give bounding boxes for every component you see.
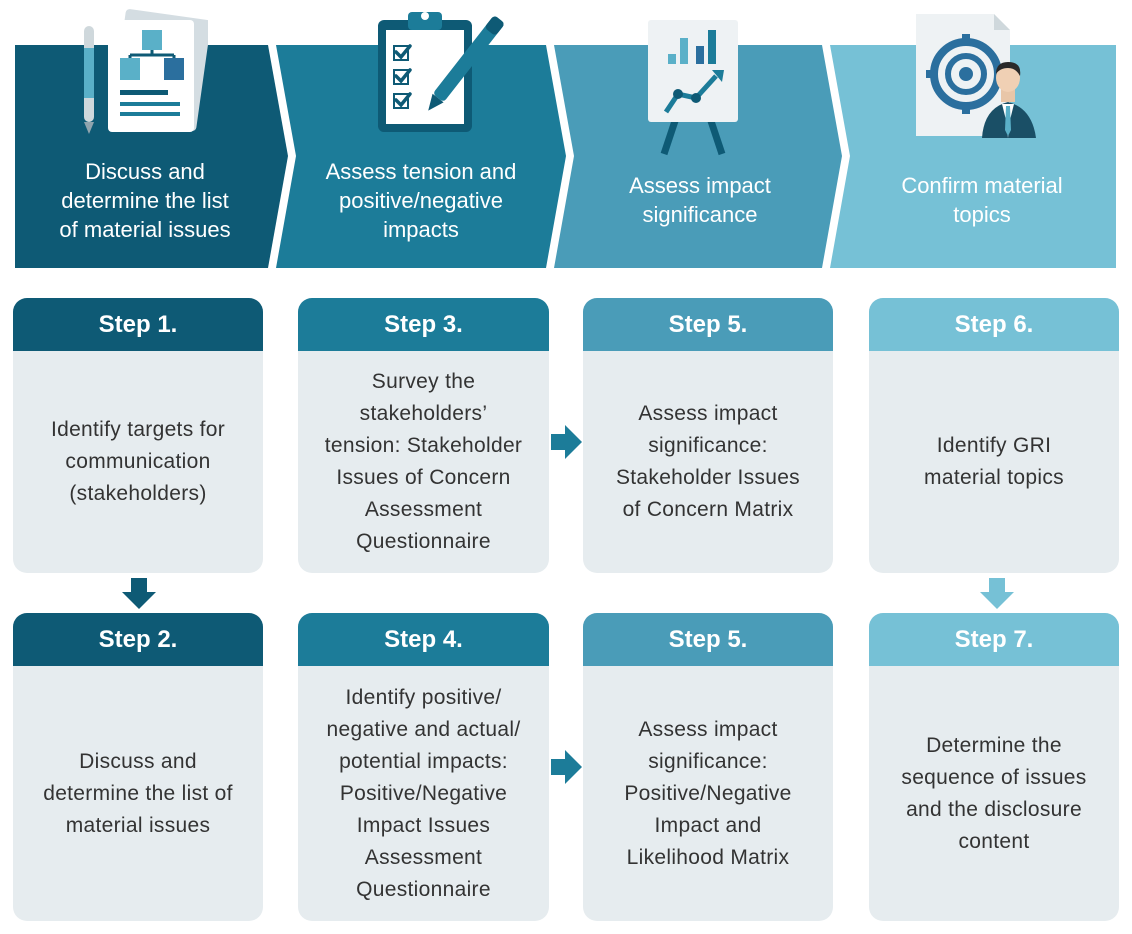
text-line: Issues of Concern [336, 466, 511, 489]
text-line: Positive/Negative [339, 781, 508, 805]
phase-chevrons [15, 45, 1116, 268]
text-line: significance: [648, 749, 768, 773]
step-2-title: Step 2. [13, 613, 263, 666]
text-line: Identify targets for [50, 418, 226, 441]
phase-3-label: Assess impact significance [576, 150, 824, 250]
text-line: sequence of issues [901, 765, 1087, 789]
step-5a-text: Assess impact significance: Stakeholder Is… [583, 351, 833, 573]
text-line: Likelihood Matrix [626, 845, 790, 869]
phase-3-chevron [554, 45, 842, 268]
text-line: material topics [924, 466, 1064, 489]
presentation-chart-icon [648, 20, 738, 156]
phase-2-chevron [276, 45, 566, 268]
arrow-right-icon [551, 750, 582, 784]
text-line: significance: [648, 434, 768, 457]
step-5b-card: Step 5. Assess impact significance: Positi… [583, 613, 833, 921]
arrow-down-icon [980, 578, 1014, 609]
step-6-card: Step 6. Identify GRI material topics [869, 298, 1119, 573]
phase-1-label: Discuss and determine the list of material… [20, 150, 270, 250]
step-2-text: Discuss and determine the list of material… [13, 666, 263, 921]
text-line: Identify GRI [936, 434, 1052, 457]
text-line: Stakeholder Issues [615, 466, 800, 489]
text-line: impacts [383, 216, 459, 242]
phase-2-label: Assess tension and positive/negative impac… [298, 150, 544, 250]
text-line: Confirm material [901, 173, 1063, 198]
text-line: Impact Issues [356, 813, 491, 837]
text-line: positive/negative [339, 187, 503, 213]
text-line: material issues [65, 813, 211, 837]
step-7-title: Step 7. [869, 613, 1119, 666]
step-4-title: Step 4. [298, 613, 549, 666]
text-line: Assessment [364, 845, 483, 869]
text-line: Questionnaire [356, 877, 491, 901]
step-3-text: Survey the stakeholders’ tension: Stakehol… [298, 351, 549, 573]
text-line: stakeholders’ [359, 402, 488, 425]
clipboard-checklist-icon [378, 12, 504, 132]
step-6-title: Step 6. [869, 298, 1119, 351]
phase-banner: Discuss and determine the list of material… [0, 0, 1132, 280]
text-line: negative and actual/ [326, 717, 521, 741]
step-1-text: Identify targets for communication (stakeh… [13, 351, 263, 573]
text-line: topics [953, 202, 1011, 227]
step-5a-card: Step 5. Assess impact significance: Stakeh… [583, 298, 833, 573]
text-line: Discuss and [85, 158, 205, 184]
target-businessman-icon [916, 14, 1036, 138]
phase-4-chevron [830, 45, 1116, 268]
text-line: Discuss and [79, 749, 197, 773]
text-line: (stakeholders) [69, 482, 207, 505]
text-line: of Concern Matrix [622, 498, 794, 521]
text-line: significance [642, 202, 758, 227]
text-line: content [958, 829, 1030, 853]
step-7-text: Determine the sequence of issues and the d… [869, 666, 1119, 921]
step-5a-title: Step 5. [583, 298, 833, 351]
text-line: potential impacts: [339, 749, 508, 773]
step-3-title: Step 3. [298, 298, 549, 351]
step-3-card: Step 3. Survey the stakeholders’ tension: … [298, 298, 549, 573]
text-line: determine the list of [43, 781, 233, 805]
text-line: Determine the [926, 733, 1062, 757]
text-line: Survey the [371, 370, 476, 393]
step-7-card: Step 7. Determine the sequence of issues a… [869, 613, 1119, 921]
step-4-text: Identify positive/negative and actual/po… [298, 666, 549, 921]
arrow-right-icon [551, 425, 582, 459]
text-line: Assess impact [638, 402, 778, 425]
text-line: communication [65, 450, 211, 473]
text-line: Assess impact [638, 717, 778, 741]
document-flowchart-icon [84, 9, 208, 134]
phase-1-chevron [15, 45, 288, 268]
text-line: and the disclosure [906, 797, 1082, 821]
text-line: Impact and [654, 813, 762, 837]
text-line: determine the list [61, 187, 229, 213]
text-line: of material issues [59, 216, 231, 242]
text-line: Assess impact [629, 173, 771, 198]
text-line: Questionnaire [356, 530, 491, 553]
text-line: Positive/Negative [624, 781, 792, 805]
text-line: Assess tension and [325, 158, 517, 184]
text-line: tension: Stakeholder [324, 434, 523, 457]
arrow-down-icon [122, 578, 156, 609]
step-2-card: Step 2. Discuss and determine the list of… [13, 613, 263, 921]
phase-4-label: Confirm material topics [852, 150, 1112, 250]
step-6-text: Identify GRI material topics [869, 351, 1119, 573]
step-5b-text: Assess impact significance: Positive/Negat… [583, 666, 833, 921]
step-1-card: Step 1. Identify targets for communicatio… [13, 298, 263, 573]
step-1-title: Step 1. [13, 298, 263, 351]
text-line: Identify positive/ [345, 685, 502, 709]
text-line: Assessment [364, 498, 483, 521]
step-5b-title: Step 5. [583, 613, 833, 666]
step-4-card: Step 4. Identify positive/negative and a… [298, 613, 549, 921]
